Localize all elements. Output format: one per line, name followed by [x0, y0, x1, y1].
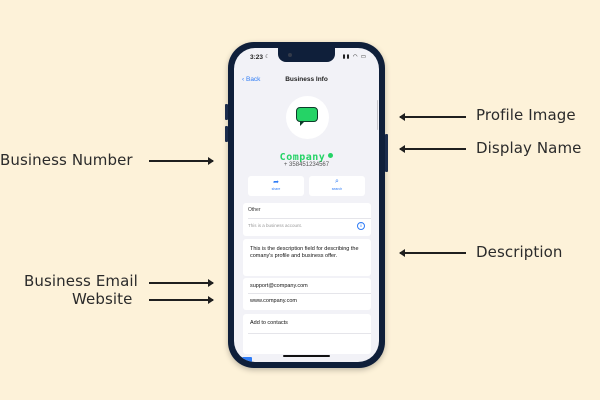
page-title: Business Info	[285, 76, 328, 83]
info-icon[interactable]: i	[357, 222, 365, 230]
add-to-contacts-section: Add to contacts	[243, 314, 371, 354]
moon-icon: ☾	[265, 54, 270, 60]
search-label: search	[331, 187, 343, 191]
description-arrow	[399, 249, 466, 256]
status-bar: 3:23 ☾ ▮▮ ◠ ▭	[234, 48, 379, 64]
description-text: This is the description field for descri…	[250, 246, 359, 259]
search-button[interactable]: ⌕ search	[309, 176, 365, 196]
scrollbar[interactable]	[376, 100, 378, 130]
power-button	[385, 134, 388, 172]
camera-icon	[288, 53, 292, 57]
back-button-label: Back	[245, 76, 261, 83]
notch	[278, 48, 335, 62]
search-icon: ⌕	[335, 178, 339, 185]
share-arrow-icon: ➦	[273, 179, 279, 186]
add-to-contacts-button[interactable]: Add to contacts	[250, 320, 288, 326]
partial-button[interactable]	[242, 357, 252, 362]
phone-mockup: 3:23 ☾ ▮▮ ◠ ▭ ‹ Back Business Info Compa…	[225, 42, 388, 368]
other-label: Other	[248, 207, 261, 213]
profile-image-arrow	[399, 113, 466, 120]
business-email-link[interactable]: support@company.com	[250, 283, 308, 289]
business-email-arrow	[149, 279, 214, 286]
website-arrow	[149, 296, 214, 303]
volume-up-button	[225, 104, 228, 120]
description-label: Description	[476, 243, 563, 261]
website-label: Website	[72, 290, 133, 308]
chevron-left-icon: ‹	[242, 76, 246, 83]
phone-screen: 3:23 ☾ ▮▮ ◠ ▭ ‹ Back Business Info Compa…	[234, 48, 379, 362]
profile-image-label: Profile Image	[476, 106, 576, 124]
business-number: + 358451234567	[283, 162, 330, 168]
divider	[248, 218, 371, 219]
contact-links-section: support@company.com www.company.com	[243, 278, 371, 310]
volume-down-button	[225, 126, 228, 142]
other-section: Other This is a business account. i	[243, 203, 371, 236]
verified-badge-icon	[328, 153, 334, 159]
status-icons: ▮▮ ◠ ▭	[342, 54, 367, 60]
business-account-note: This is a business account.	[248, 223, 303, 228]
description-section: This is the description field for descri…	[243, 239, 371, 276]
business-number-arrow	[149, 157, 214, 164]
website-link[interactable]: www.company.com	[250, 298, 297, 304]
nav-bar: ‹ Back Business Info	[234, 74, 379, 88]
share-button[interactable]: ➦ share	[248, 176, 304, 196]
home-indicator[interactable]	[283, 355, 330, 357]
status-time: 3:23	[250, 54, 264, 61]
divider	[248, 333, 371, 334]
business-number-label: Business Number	[0, 151, 133, 169]
display-name-label: Display Name	[476, 139, 582, 157]
chat-bubble-icon	[296, 107, 318, 126]
profile-avatar[interactable]	[286, 96, 329, 139]
display-name-row: Company	[234, 147, 379, 165]
divider	[248, 293, 371, 294]
back-button[interactable]: ‹ Back	[242, 76, 260, 83]
display-name-arrow	[399, 145, 466, 152]
business-email-label: Business Email	[24, 272, 138, 290]
display-name: Company	[279, 152, 326, 163]
share-label: share	[271, 187, 281, 191]
